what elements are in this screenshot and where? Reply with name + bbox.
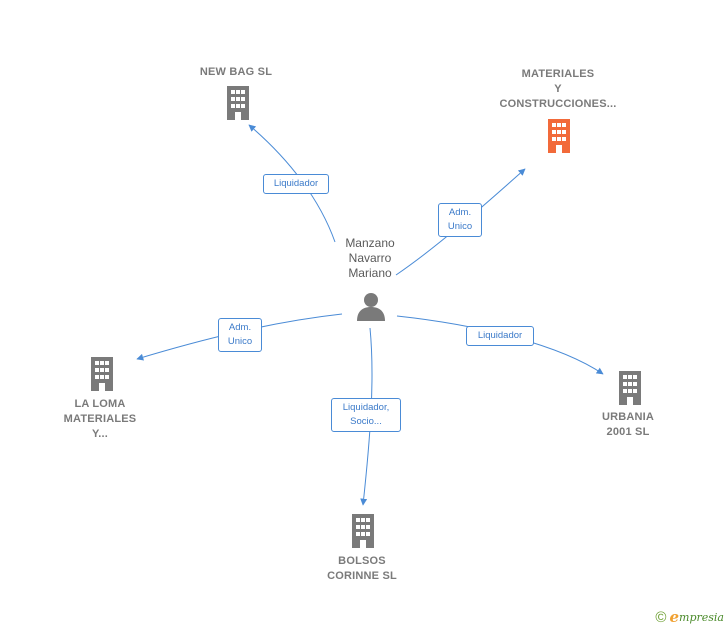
company-name-line: NEW BAG SL (199, 66, 273, 78)
edge-label-line: Unico (447, 221, 473, 232)
edge-label-line: Liquidador (477, 330, 523, 341)
company-label-urbania[interactable]: URBANIA 2001 SL (578, 410, 678, 440)
edge-label-line: Liquidador, (342, 402, 390, 413)
company-label-la-loma[interactable]: LA LOMA MATERIALES Y... (50, 397, 150, 442)
company-label-new-bag[interactable]: NEW BAG SL (186, 65, 286, 80)
brand-logo-initial: e (669, 608, 680, 626)
building-icon[interactable] (222, 86, 254, 120)
edge-label-line: Socio... (350, 416, 382, 427)
company-name-line: CORINNE SL (327, 570, 397, 582)
company-name-line: URBANIA (601, 411, 655, 423)
company-name-line: Y... (91, 428, 109, 440)
company-name-line: MATERIALES (521, 68, 595, 80)
building-icon[interactable] (86, 357, 118, 391)
company-name-line: Y (554, 83, 562, 95)
company-label-materiales[interactable]: MATERIALES Y CONSTRUCCIONES... (483, 67, 633, 112)
company-name-line: MATERIALES (63, 413, 137, 425)
edge-label-urbania[interactable]: Liquidador (466, 326, 534, 346)
edge-label-new-bag[interactable]: Liquidador (263, 174, 329, 194)
person-name-line: Manzano (345, 236, 395, 250)
brand-logo-text: mpresia (679, 610, 724, 624)
building-icon[interactable] (347, 514, 379, 548)
edge-label-line: Adm. (448, 207, 472, 218)
person-name-line: Navarro (348, 251, 392, 265)
company-label-bolsos[interactable]: BOLSOS CORINNE SL (312, 554, 412, 584)
company-name-line: BOLSOS (338, 555, 386, 567)
building-icon[interactable] (614, 371, 646, 405)
edge-label-line: Liquidador (273, 178, 319, 189)
person-icon[interactable] (356, 291, 386, 321)
edge-label-bolsos[interactable]: Liquidador, Socio... (331, 398, 401, 432)
footer-brand: © e mpresia (655, 608, 724, 626)
company-name-line: 2001 SL (606, 426, 650, 438)
edge-label-line: Adm. (228, 322, 252, 333)
company-name-line: LA LOMA (74, 398, 126, 410)
copyright-icon: © (655, 608, 667, 626)
edge-label-la-loma[interactable]: Adm. Unico (218, 318, 262, 352)
person-name[interactable]: Manzano Navarro Mariano (331, 236, 409, 281)
person-name-line: Mariano (348, 266, 392, 280)
edge-label-materiales[interactable]: Adm. Unico (438, 203, 482, 237)
company-name-line: CONSTRUCCIONES... (499, 98, 617, 110)
edge-label-line: Unico (227, 336, 253, 347)
building-icon[interactable] (543, 119, 575, 153)
